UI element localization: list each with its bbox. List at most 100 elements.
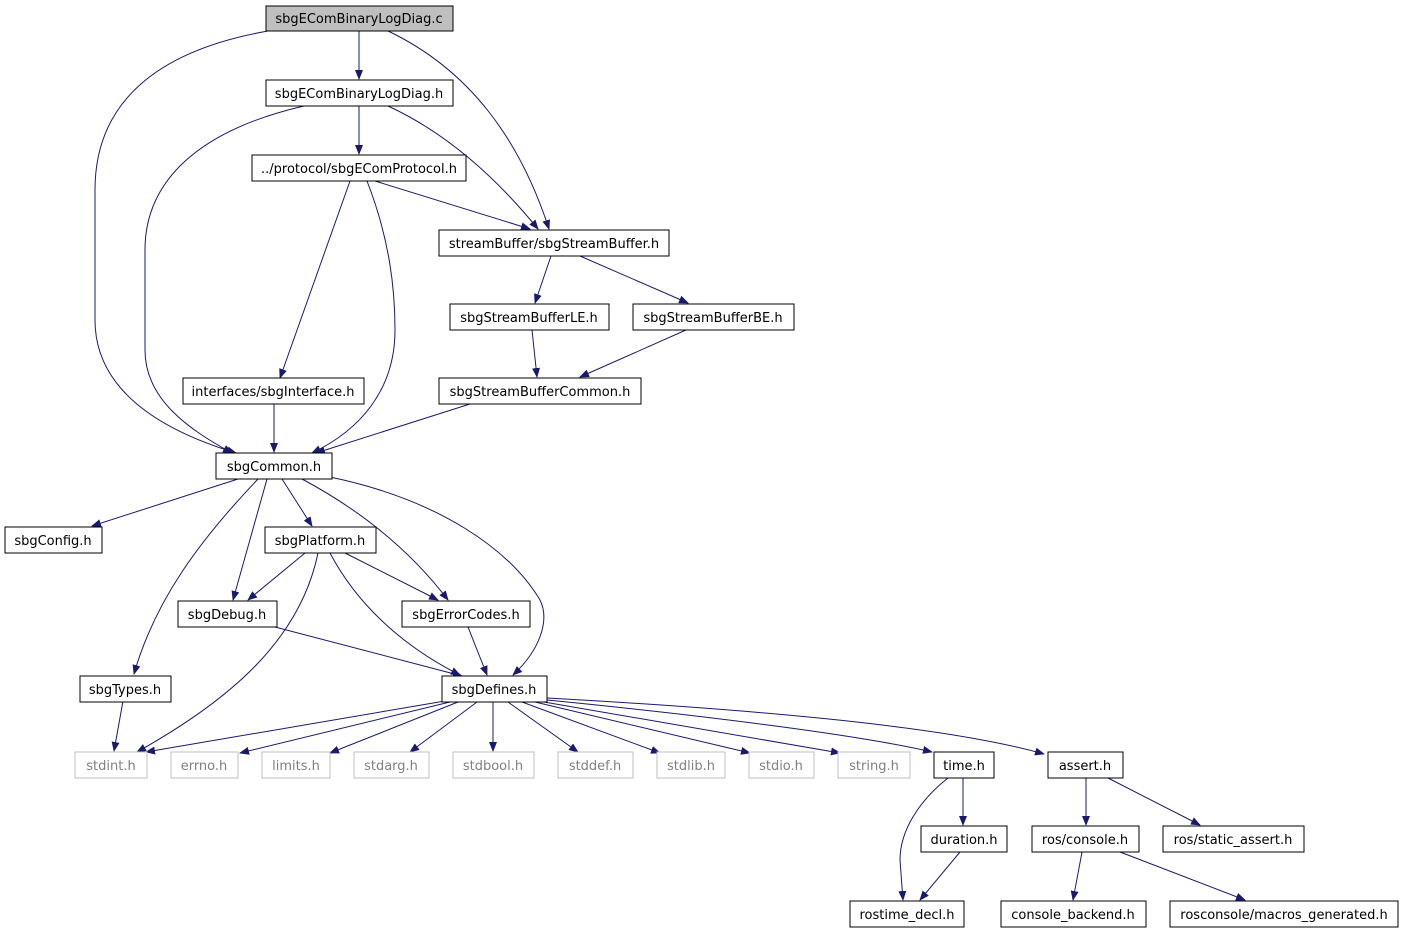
svg-text:sbgDefines.h: sbgDefines.h	[452, 683, 537, 698]
edge-assert-static_assert	[1107, 777, 1201, 826]
edges	[91, 30, 1246, 901]
svg-text:streamBuffer/sbgStreamBuffer.h: streamBuffer/sbgStreamBuffer.h	[449, 237, 659, 252]
svg-text:sbgTypes.h: sbgTypes.h	[89, 683, 161, 698]
node-sbgstreambufferbe-h[interactable]: sbgStreamBufferBE.h	[632, 303, 795, 331]
svg-text:string.h: string.h	[849, 759, 899, 774]
svg-text:stddef.h: stddef.h	[569, 759, 621, 774]
node-errno-h[interactable]: errno.h	[170, 751, 239, 779]
edge-rosconsole-macros_generated	[1119, 851, 1246, 901]
node-rosconsole-macros-generated-h[interactable]: rosconsole/macros_generated.h	[1169, 900, 1399, 928]
edge-protocol-interface	[279, 180, 351, 379]
svg-text:errno.h: errno.h	[181, 759, 228, 774]
edge-errcodes-defines	[467, 626, 488, 676]
svg-text:sbgEComBinaryLogDiag.c: sbgEComBinaryLogDiag.c	[275, 12, 442, 27]
edge-platform-stdint	[136, 552, 319, 753]
node-stdint-h[interactable]: stdint.h	[74, 751, 148, 779]
svg-text:sbgEComBinaryLogDiag.h: sbgEComBinaryLogDiag.h	[275, 87, 443, 102]
svg-text:sbgStreamBufferCommon.h: sbgStreamBufferCommon.h	[450, 385, 631, 400]
node-stdlib-h[interactable]: stdlib.h	[656, 751, 726, 779]
svg-text:sbgPlatform.h: sbgPlatform.h	[275, 534, 365, 549]
node-sbgdebug-h[interactable]: sbgDebug.h	[177, 600, 278, 628]
edge-common-platform	[281, 478, 313, 527]
svg-text:interfaces/sbgInterface.h: interfaces/sbgInterface.h	[192, 385, 355, 400]
edge-common-errcodes	[301, 478, 449, 601]
node-sbgdefines-h[interactable]: sbgDefines.h	[441, 675, 548, 703]
edge-time-rostime_decl	[898, 777, 949, 901]
svg-text:rostime_decl.h: rostime_decl.h	[859, 908, 954, 923]
svg-text:stdlib.h: stdlib.h	[667, 759, 715, 774]
edge-defines-stdlib	[521, 701, 661, 754]
svg-text:time.h: time.h	[943, 759, 985, 774]
edge-common-types	[132, 478, 259, 675]
node-console-backend-h[interactable]: console_backend.h	[1000, 900, 1147, 928]
node-sbgstreambufferle-h[interactable]: sbgStreamBufferLE.h	[449, 303, 610, 331]
svg-text:ros/console.h: ros/console.h	[1042, 833, 1128, 848]
edge-duration-rostime_decl	[919, 851, 961, 901]
svg-text:stdint.h: stdint.h	[86, 759, 135, 774]
svg-text:stdarg.h: stdarg.h	[364, 759, 418, 774]
node-sbgplatform-h[interactable]: sbgPlatform.h	[264, 526, 377, 554]
svg-text:stdio.h: stdio.h	[759, 759, 803, 774]
edge-logdiag_h-streambuf	[387, 105, 539, 230]
node-ros-console-h[interactable]: ros/console.h	[1031, 825, 1140, 853]
edge-types-stdint	[111, 700, 124, 752]
edge-defines-stddef	[507, 701, 579, 753]
node-sbgtypes-h[interactable]: sbgTypes.h	[79, 675, 172, 703]
node-sbgcommon-h[interactable]: sbgCommon.h	[215, 452, 333, 480]
svg-text:duration.h: duration.h	[930, 833, 997, 848]
edge-defines-stdint	[145, 700, 446, 755]
node-sbgstreambuffer-h[interactable]: streamBuffer/sbgStreamBuffer.h	[438, 229, 670, 257]
node-time-h[interactable]: time.h	[933, 751, 995, 779]
svg-text:console_backend.h: console_backend.h	[1011, 908, 1134, 923]
edge-logdiag_h-common	[144, 105, 305, 454]
node-sbgconfig-h[interactable]: sbgConfig.h	[4, 526, 103, 554]
node-rostime-decl-h[interactable]: rostime_decl.h	[849, 900, 965, 928]
svg-text:rosconsole/macros_generated.h: rosconsole/macros_generated.h	[1180, 908, 1387, 923]
node-string-h[interactable]: string.h	[837, 751, 911, 779]
edge-platform-debug	[247, 552, 306, 601]
svg-text:assert.h: assert.h	[1059, 759, 1111, 774]
edge-protocol-streambuf	[374, 180, 531, 231]
edge-defines-time	[546, 699, 933, 754]
edge-defines-stdarg	[409, 701, 478, 753]
svg-text:sbgCommon.h: sbgCommon.h	[227, 460, 321, 475]
node-stdarg-h[interactable]: stdarg.h	[353, 751, 430, 779]
edge-common-defines	[329, 476, 545, 676]
node-limits-h[interactable]: limits.h	[261, 751, 331, 779]
node-stdio-h[interactable]: stdio.h	[748, 751, 815, 779]
node-sbgecombinarylogdiag-c[interactable]: sbgEComBinaryLogDiag.c	[265, 5, 454, 32]
node-sbgecombinarylogdiag-h[interactable]: sbgEComBinaryLogDiag.h	[265, 79, 454, 107]
nodes: sbgEComBinaryLogDiag.c sbgEComBinaryLogD…	[4, 5, 1399, 928]
edge-streambuf-sb_le	[534, 255, 552, 304]
edge-common-debug	[231, 478, 268, 601]
svg-text:stdbool.h: stdbool.h	[463, 759, 523, 774]
svg-text:ros/static_assert.h: ros/static_assert.h	[1174, 833, 1293, 848]
edge-sb_common-common	[315, 403, 471, 455]
svg-text:../protocol/sbgEComProtocol.h: ../protocol/sbgEComProtocol.h	[261, 162, 457, 177]
edge-defines-errno	[239, 701, 451, 755]
node-stddef-h[interactable]: stddef.h	[557, 751, 634, 779]
node-sbginterface-h[interactable]: interfaces/sbgInterface.h	[182, 377, 365, 405]
edge-common-config	[91, 478, 239, 528]
edge-defines-assert	[546, 697, 1045, 756]
svg-text:limits.h: limits.h	[272, 759, 320, 774]
edge-root-common	[94, 30, 269, 455]
node-assert-h[interactable]: assert.h	[1047, 751, 1124, 779]
edge-streambuf-sb_be	[579, 255, 689, 304]
edge-rosconsole-console_backend	[1070, 851, 1083, 901]
edge-defines-string	[543, 701, 841, 756]
node-stdbool-h[interactable]: stdbool.h	[452, 751, 535, 779]
svg-text:sbgStreamBufferLE.h: sbgStreamBufferLE.h	[460, 311, 598, 326]
node-sbgstreambuffercommon-h[interactable]: sbgStreamBufferCommon.h	[438, 377, 642, 405]
edge-debug-defines	[274, 626, 463, 678]
edge-sb_be-sb_common	[579, 329, 687, 378]
node-sbgecomprotocol-h[interactable]: ../protocol/sbgEComProtocol.h	[251, 154, 467, 182]
edge-protocol-common	[311, 180, 396, 454]
svg-text:sbgDebug.h: sbgDebug.h	[188, 608, 266, 623]
edge-platform-defines	[329, 552, 461, 676]
node-duration-h[interactable]: duration.h	[920, 825, 1008, 853]
edge-defines-limits	[329, 701, 459, 754]
node-ros-static-assert-h[interactable]: ros/static_assert.h	[1162, 825, 1305, 853]
node-sbgerrorcodes-h[interactable]: sbgErrorCodes.h	[401, 600, 531, 628]
